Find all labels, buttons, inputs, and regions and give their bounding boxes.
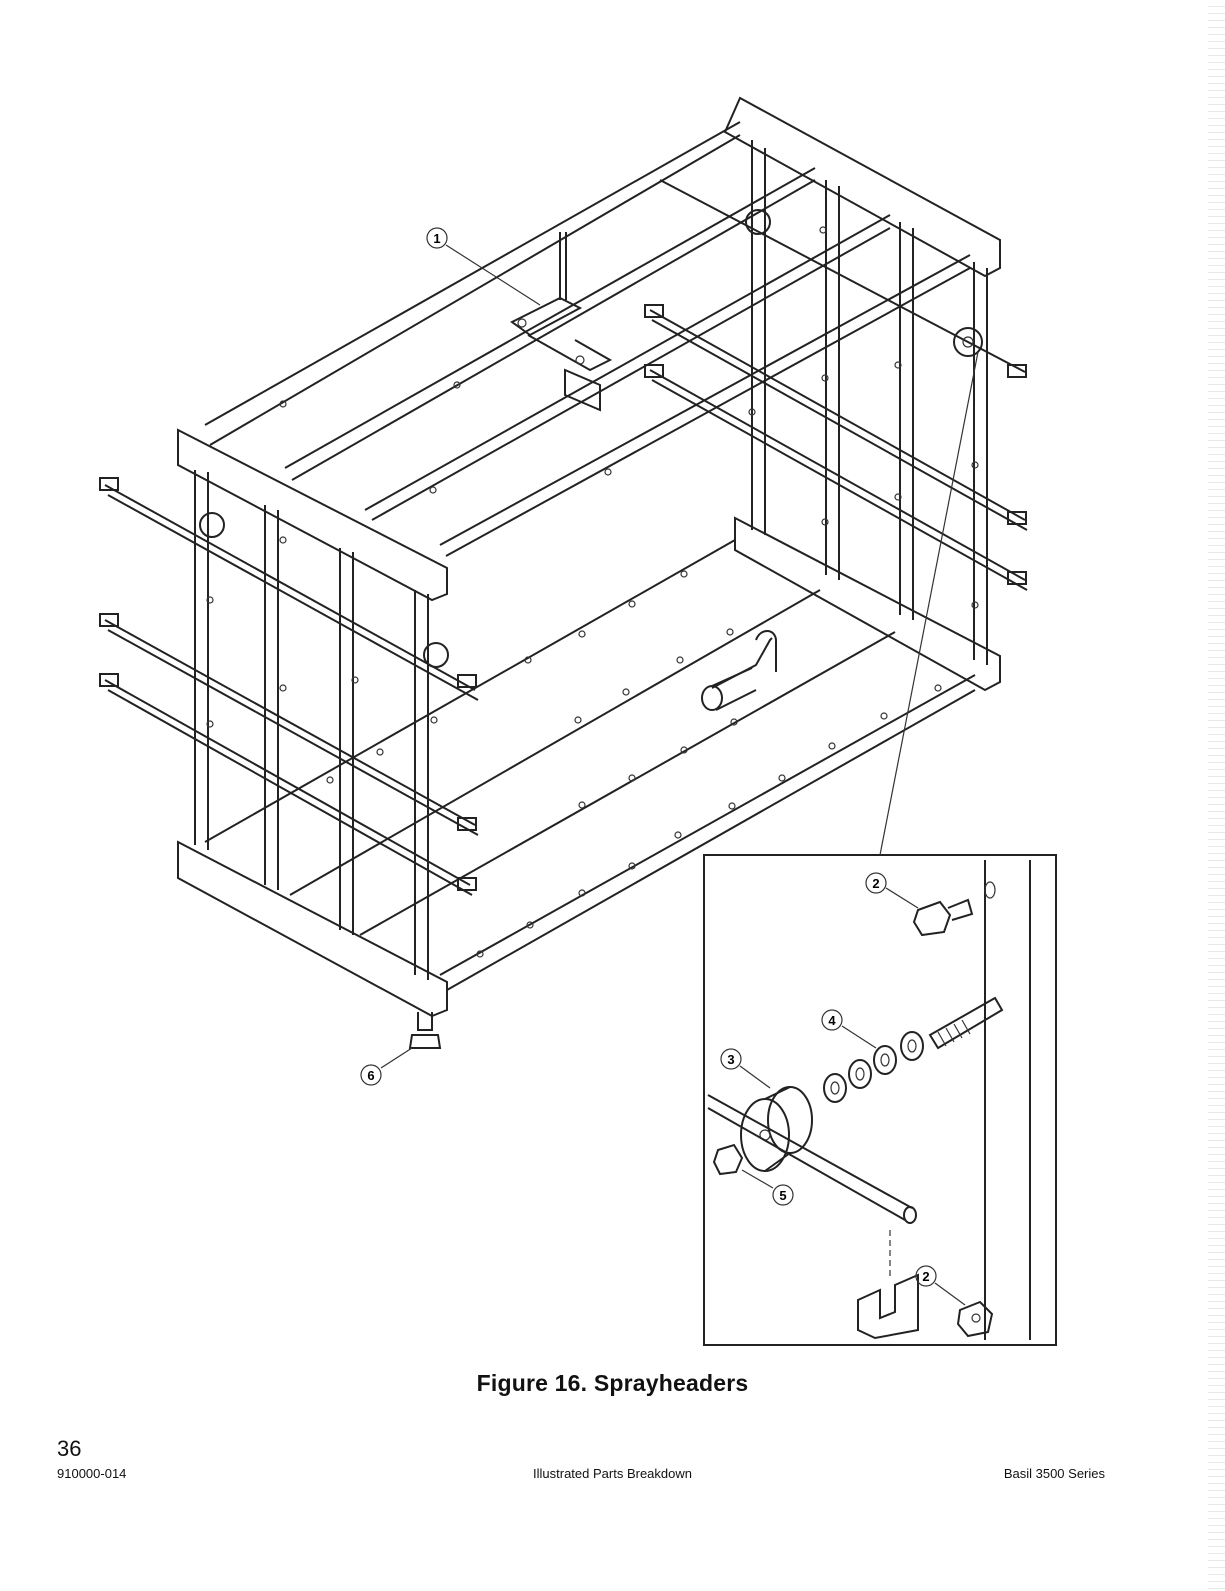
callout-3: 3 xyxy=(721,1049,770,1088)
svg-text:2: 2 xyxy=(872,876,879,891)
figure-caption: Figure 16. Sprayheaders xyxy=(0,1370,1225,1397)
svg-text:4: 4 xyxy=(828,1013,836,1028)
callout-2-bottom: 2 xyxy=(916,1266,965,1305)
callout-4: 4 xyxy=(822,1010,876,1048)
callout-2-top: 2 xyxy=(866,873,918,908)
product-series: Basil 3500 Series xyxy=(1004,1466,1105,1481)
svg-text:3: 3 xyxy=(727,1052,734,1067)
svg-text:2: 2 xyxy=(922,1269,929,1284)
sprayheader-frame xyxy=(100,98,1027,1048)
svg-text:5: 5 xyxy=(779,1188,786,1203)
callout-6: 6 xyxy=(361,1048,412,1085)
pulley-detail-inset xyxy=(704,352,1056,1345)
svg-text:6: 6 xyxy=(367,1068,374,1083)
svg-text:1: 1 xyxy=(433,231,440,246)
page-number: 36 xyxy=(57,1436,81,1462)
callout-5: 5 xyxy=(742,1170,793,1205)
